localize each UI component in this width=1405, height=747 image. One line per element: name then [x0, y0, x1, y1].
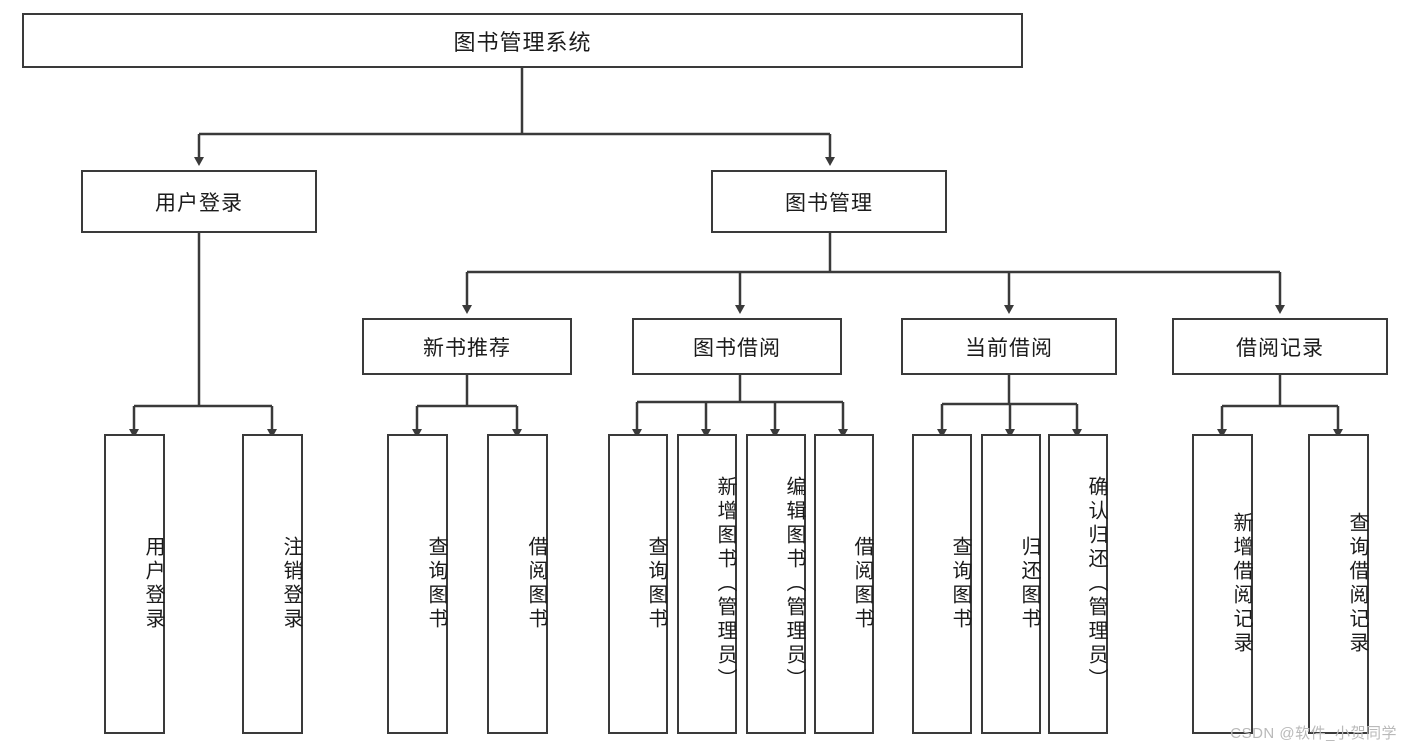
leaf-current-borrow-3-label: 确认归还（管理员）	[1085, 476, 1107, 692]
node-root-label: 图书管理系统	[453, 29, 592, 55]
leaf-user-login-1-label: 用户登录	[142, 536, 164, 632]
leaf-book-borrow-3-label: 编辑图书（管理员）	[783, 476, 805, 692]
leaf-book-borrow-2[interactable]: 新增图书（管理员）	[677, 434, 737, 734]
leaf-book-borrow-2-label: 新增图书（管理员）	[714, 476, 736, 692]
leaf-current-borrow-2[interactable]: 归还图书	[981, 434, 1041, 734]
leaf-new-book-2-label: 借阅图书	[525, 536, 547, 632]
leaf-borrow-record-1[interactable]: 新增借阅记录	[1192, 434, 1253, 734]
leaf-new-book-1[interactable]: 查询图书	[387, 434, 448, 734]
node-book-borrow-label: 图书借阅	[693, 336, 781, 360]
node-book-borrow[interactable]: 图书借阅	[632, 318, 842, 375]
node-current-borrow[interactable]: 当前借阅	[901, 318, 1117, 375]
leaf-book-borrow-1-label: 查询图书	[645, 536, 667, 632]
leaf-user-login-2-label: 注销登录	[280, 536, 302, 632]
leaf-user-login-1[interactable]: 用户登录	[104, 434, 165, 734]
node-root[interactable]: 图书管理系统	[22, 13, 1023, 68]
leaf-borrow-record-2[interactable]: 查询借阅记录	[1308, 434, 1369, 734]
leaf-book-borrow-3[interactable]: 编辑图书（管理员）	[746, 434, 806, 734]
node-current-borrow-label: 当前借阅	[965, 336, 1053, 360]
node-user-login-label: 用户登录	[155, 191, 243, 215]
leaf-current-borrow-2-label: 归还图书	[1018, 536, 1040, 632]
node-book-management[interactable]: 图书管理	[711, 170, 947, 233]
leaf-new-book-2[interactable]: 借阅图书	[487, 434, 548, 734]
leaf-current-borrow-3[interactable]: 确认归还（管理员）	[1048, 434, 1108, 734]
node-user-login[interactable]: 用户登录	[81, 170, 317, 233]
csdn-watermark: CSDN @软件_小贺同学	[1230, 725, 1397, 742]
node-book-management-label: 图书管理	[785, 191, 873, 215]
leaf-borrow-record-2-label: 查询借阅记录	[1346, 512, 1368, 656]
leaf-current-borrow-1[interactable]: 查询图书	[912, 434, 972, 734]
leaf-book-borrow-4[interactable]: 借阅图书	[814, 434, 874, 734]
leaf-book-borrow-1[interactable]: 查询图书	[608, 434, 668, 734]
leaf-book-borrow-4-label: 借阅图书	[851, 536, 873, 632]
leaf-new-book-1-label: 查询图书	[425, 536, 447, 632]
node-borrow-record[interactable]: 借阅记录	[1172, 318, 1388, 375]
node-new-book-recommend[interactable]: 新书推荐	[362, 318, 572, 375]
leaf-current-borrow-1-label: 查询图书	[949, 536, 971, 632]
leaf-user-login-2[interactable]: 注销登录	[242, 434, 303, 734]
node-borrow-record-label: 借阅记录	[1236, 336, 1324, 360]
leaf-borrow-record-1-label: 新增借阅记录	[1230, 512, 1252, 656]
node-new-book-recommend-label: 新书推荐	[423, 336, 511, 360]
